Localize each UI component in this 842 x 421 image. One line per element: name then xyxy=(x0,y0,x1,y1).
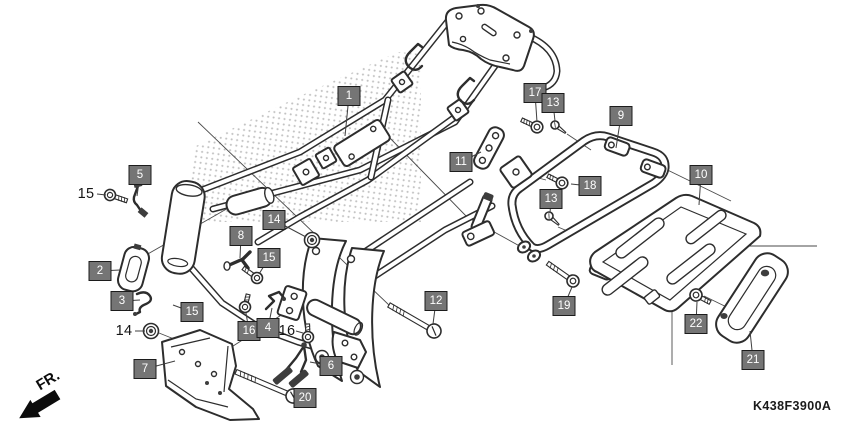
flange-nut-14a xyxy=(142,322,160,340)
front-direction-indicator: FR. xyxy=(19,367,63,419)
side-plate xyxy=(715,252,789,344)
part-code: K438F3900A xyxy=(753,399,832,413)
flange-nut-14b xyxy=(303,231,321,249)
fr-arrow-icon xyxy=(19,389,61,419)
fasteners xyxy=(103,117,712,404)
carrier-plate xyxy=(589,193,762,313)
stay-part-6 xyxy=(272,342,309,388)
bracket-part-5 xyxy=(132,181,149,218)
clip-part-4 xyxy=(264,290,286,311)
bracket-part-11 xyxy=(473,126,505,170)
clamp-part-3 xyxy=(133,291,153,316)
rear-carrier-pipe xyxy=(499,131,670,281)
rubber-band-part-2 xyxy=(116,243,151,293)
engine-guard-part-7 xyxy=(161,329,260,421)
frame-body xyxy=(160,3,561,388)
fr-label: FR. xyxy=(33,367,62,394)
lever-part-8 xyxy=(223,250,252,271)
